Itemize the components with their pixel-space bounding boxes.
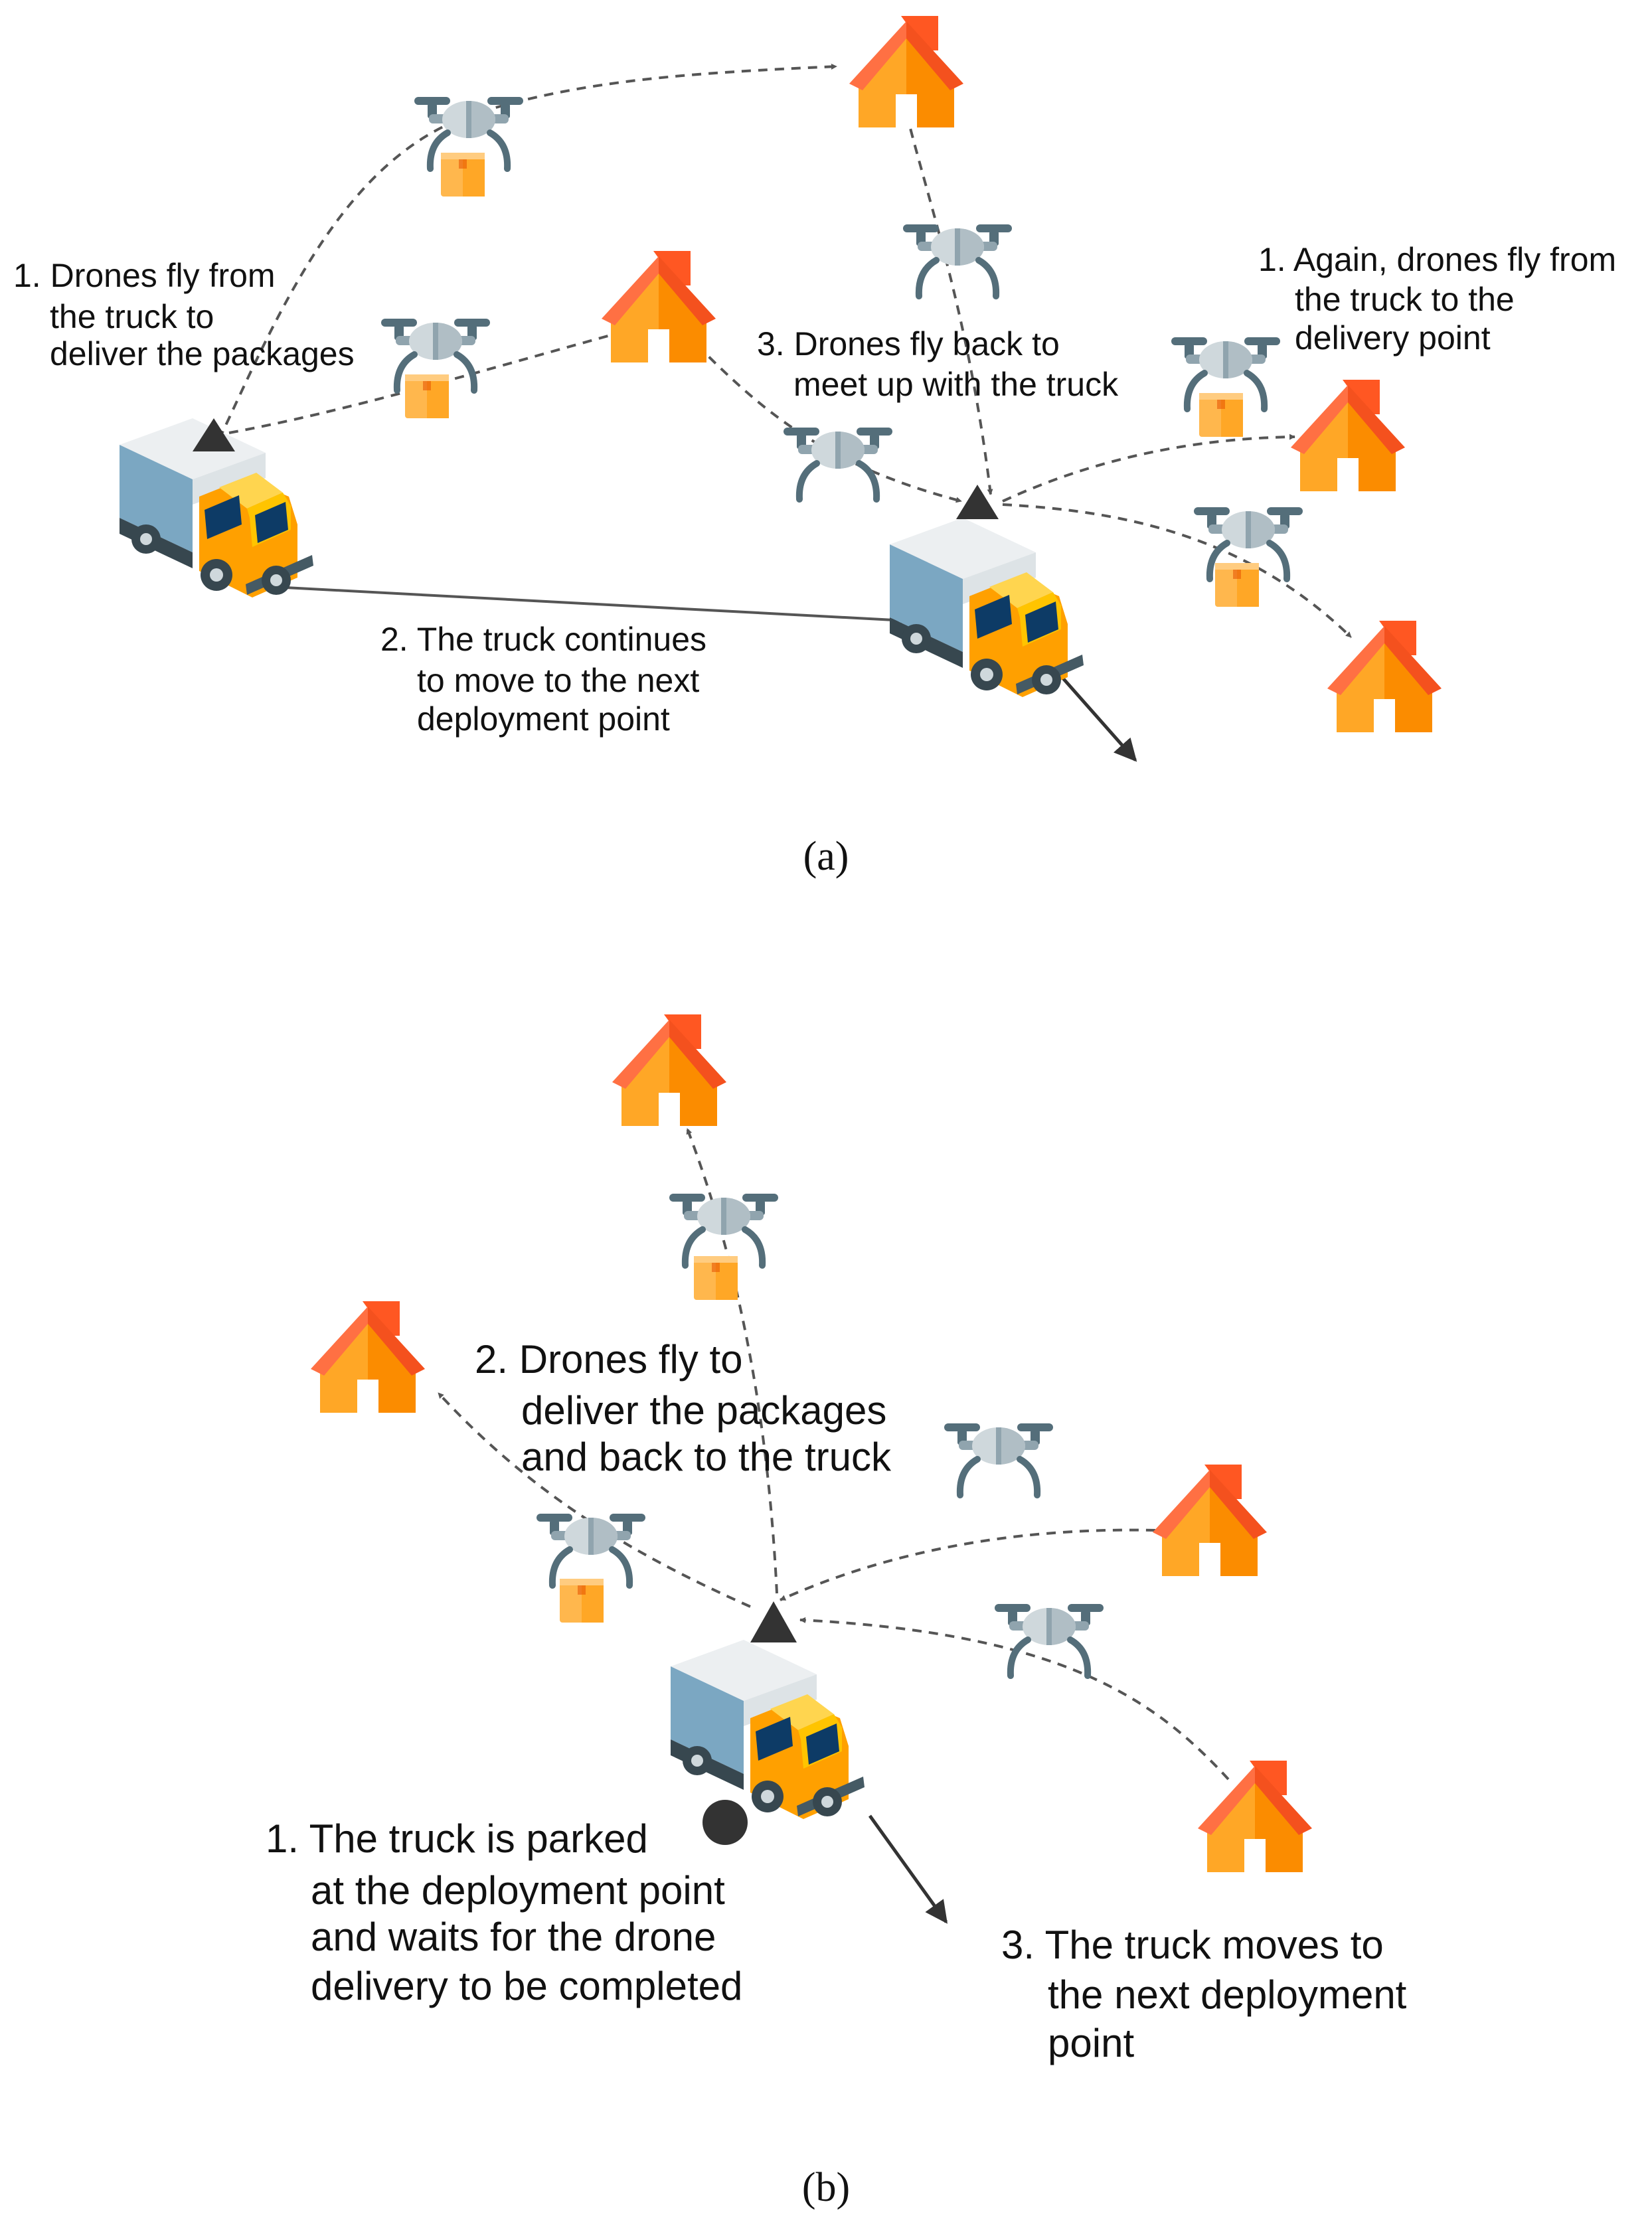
truck-icon — [671, 1640, 865, 1819]
drone-icon — [669, 1194, 778, 1265]
panel-b-arrows — [437, 1128, 1230, 1924]
house-icon — [1291, 380, 1405, 491]
panel-b: 2. Drones fly to deliver the packages an… — [266, 1014, 1418, 2210]
panel-a-arrows — [218, 63, 1353, 762]
panel-b-step3-label: 3. The truck moves to the next deploymen… — [1001, 1923, 1418, 2065]
arrow-truck-to-house-top — [218, 63, 837, 440]
panel-a-step1-again-label: 1. Again, drones fly from the truck to t… — [1258, 241, 1625, 357]
panel-b-step1-label: 1. The truck is parked at the deployment… — [266, 1816, 742, 2008]
package-icon — [560, 1579, 604, 1623]
drone-icon — [537, 1514, 645, 1585]
house-icon — [849, 16, 963, 127]
panel-a-step1-label: 1. Drones fly from the truck to deliver … — [13, 257, 355, 372]
parking-dot-icon — [702, 1800, 748, 1845]
house-icon — [1153, 1465, 1267, 1576]
panel-a: 1. Drones fly from the truck to deliver … — [13, 16, 1625, 879]
house-icon — [612, 1014, 726, 1126]
house-icon — [602, 251, 716, 362]
panel-b-step2-label: 2. Drones fly to deliver the packages an… — [475, 1337, 898, 1479]
package-icon — [1199, 393, 1243, 437]
arrow-house-top-to-truck — [686, 1128, 778, 1594]
house-icon — [1198, 1761, 1312, 1872]
drone-icon — [944, 1423, 1053, 1495]
house-icon — [1327, 621, 1442, 732]
arrow-truck2-to-house-right2 — [1002, 503, 1353, 639]
panel-b-caption: (b) — [802, 2165, 850, 2210]
triangle-marker-icon — [193, 418, 235, 451]
package-icon — [405, 374, 449, 418]
arrow-house-right2-to-truck — [799, 1617, 1230, 1781]
arrow-truck-next-solid — [868, 1814, 948, 1924]
package-icon — [441, 153, 485, 197]
arrow-house-right1-to-truck — [780, 1528, 1156, 1601]
package-icon — [694, 1256, 738, 1300]
arrow-truck-path-solid — [285, 586, 907, 624]
panel-a-caption: (a) — [803, 834, 849, 879]
panel-a-step3-label: 3. Drones fly back to meet up with the t… — [757, 325, 1119, 403]
triangle-marker-icon — [750, 1601, 797, 1642]
truck-icon — [890, 518, 1084, 697]
triangle-marker-icon — [956, 485, 999, 519]
house-icon — [311, 1301, 425, 1413]
package-icon — [1215, 563, 1259, 607]
drone-icon — [903, 224, 1012, 296]
arrow-truck2-to-house-right1 — [1002, 434, 1295, 503]
arrow-truck-to-house-left — [437, 1392, 751, 1608]
drone-icon — [784, 428, 892, 499]
arrow-house-top-to-truck2 — [905, 112, 993, 495]
drone-icon — [995, 1604, 1104, 1676]
panel-a-step2-label: 2. The truck continues to move to the ne… — [380, 621, 716, 738]
arrow-truck2-next-solid — [1058, 673, 1137, 762]
